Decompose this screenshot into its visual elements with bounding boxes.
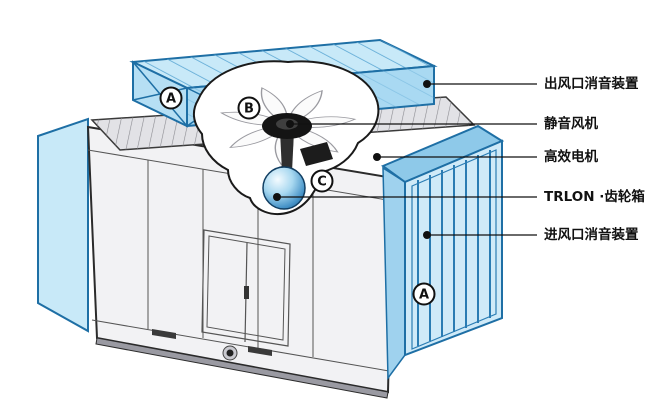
marker-fan-b: B [237, 96, 261, 120]
marker-letter-b: B [244, 102, 254, 117]
inlet-silencer [380, 124, 505, 381]
left-side-panel [37, 117, 89, 333]
body-base-line [91, 319, 390, 372]
label-silent-fan: 静音风机 [544, 115, 598, 132]
label-outlet-silencer: 出风口消音装置 [544, 75, 639, 92]
fan-shaft [280, 131, 294, 172]
access-door [201, 229, 291, 347]
leader-lines [277, 83, 537, 236]
leader-dots [273, 80, 431, 239]
motor [300, 142, 333, 166]
vent-slot-right [248, 346, 272, 356]
gearbox-sphere [262, 166, 306, 210]
dot-inlet-silencer [423, 231, 431, 239]
inlet-inner-border [411, 149, 497, 350]
dot-motor [373, 153, 381, 161]
left-panel-face [37, 117, 89, 333]
drain-knob [226, 349, 234, 357]
door-handle [244, 286, 249, 299]
inlet-louver-slats [417, 150, 491, 346]
label-high-efficiency-motor: 高效电机 [544, 148, 598, 165]
marker-motor-c: C [310, 169, 334, 193]
dot-silent-fan [286, 120, 294, 128]
body-base-strip [95, 337, 389, 399]
dot-gearbox [273, 193, 281, 201]
marker-letter-a1: A [166, 92, 176, 107]
marker-outlet-silencer-a: A [159, 86, 183, 110]
label-inlet-silencer: 进风口消音装置 [544, 226, 639, 243]
marker-inlet-silencer-a: A [412, 282, 436, 306]
callout-labels: 出风口消音装置 静音风机 高效电机 TRLON ·齿轮箱 进风口消音装置 [544, 75, 645, 243]
vent-slot-left [152, 329, 176, 339]
dot-outlet-silencer [423, 80, 431, 88]
marker-letter-c: C [317, 175, 327, 190]
marker-letter-a2: A [419, 288, 429, 303]
label-trlon-gearbox: TRLON ·齿轮箱 [544, 188, 645, 205]
